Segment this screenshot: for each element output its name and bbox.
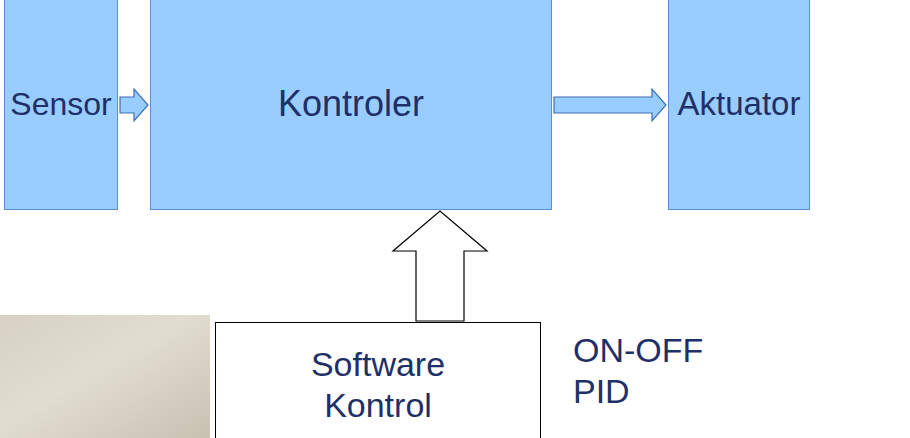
method-label: PID — [573, 371, 630, 412]
process-box: Kontroler — [150, 0, 552, 210]
box-label: Kontroler — [278, 82, 424, 125]
software-box: Software Kontrol — [215, 322, 541, 438]
block-arrow — [120, 89, 148, 121]
process-box: Aktuator — [668, 0, 810, 210]
method-label: ON-OFF — [573, 330, 703, 371]
block-arrow — [554, 89, 666, 121]
photo-fragment — [0, 315, 210, 438]
process-box: Sensor — [4, 0, 118, 210]
box-label: Aktuator — [678, 84, 801, 124]
block-arrow — [393, 211, 487, 321]
box-label: Sensor — [10, 85, 111, 123]
box-label: Software Kontrol — [283, 344, 473, 426]
